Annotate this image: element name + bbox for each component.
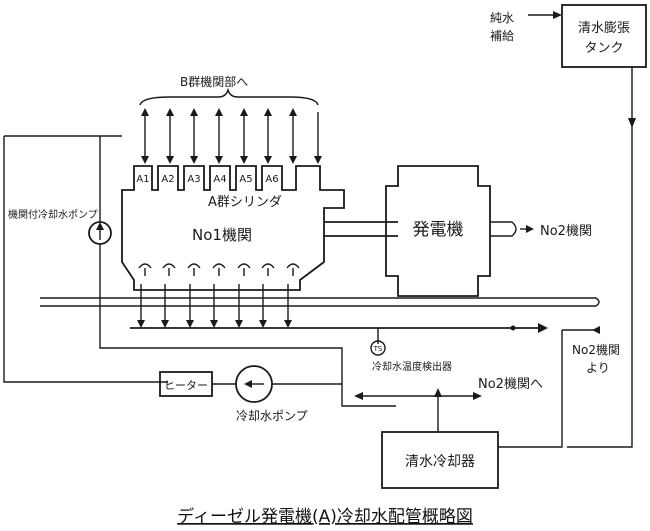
from-no2-label-2: より (586, 361, 610, 375)
group-a-cylinder-label: A群シリンダ (208, 195, 282, 210)
cooling-pump-label: 冷却水ポンプ (236, 409, 308, 423)
to-no2-engine-top-arrow-icon (526, 225, 534, 233)
expansion-tank (561, 4, 647, 68)
cylinder-a6-label: A6 (265, 174, 278, 185)
to-no2-engine-top-label: No2機関 (540, 224, 592, 239)
generator-coupling (490, 221, 517, 237)
from-no2-label-1: No2機関 (572, 342, 620, 357)
expansion-tank-label-2: タンク (584, 41, 623, 56)
engine-pump-label: 機関付冷却水ポンプ (8, 208, 98, 221)
engine-no1-label: No1機関 (192, 226, 252, 244)
cylinder-a3-label: A3 (187, 174, 200, 185)
diagram-caption: ディーゼル発電機(A)冷却水配管概略図 (177, 506, 473, 527)
cooler-box (381, 431, 499, 489)
generator-label: 発電機 (413, 220, 464, 240)
to-no2-engine-label: No2機関へ (478, 377, 543, 392)
cylinder-a1-label: A1 (136, 174, 149, 185)
tank-downcomer-pipe (567, 67, 633, 448)
left-loop-pipe (3, 136, 168, 383)
outlet-header-arrow-icon (538, 323, 548, 333)
cylinder-a2-label: A2 (161, 174, 174, 185)
to-no2-engine-arrow-icon (473, 392, 482, 400)
supply-label: 補給 (490, 29, 514, 43)
heater-label: ヒーター (164, 379, 208, 392)
return-to-cooler-pipe (498, 330, 563, 448)
pump-discharge-pipe (99, 244, 396, 407)
temp-sensor-tag: TS (373, 345, 383, 353)
jacket-inlets (138, 263, 300, 276)
expansion-tank-label-1: 清水膨張 (578, 21, 630, 36)
cylinder-a5-label: A5 (239, 174, 252, 185)
downcomer-arrow-icon (628, 118, 636, 128)
temp-sensor-icon (370, 340, 386, 356)
engine-no1-body (121, 165, 345, 291)
from-no2-arrow-icon (592, 326, 600, 334)
group-b-label: B群機関部へ (180, 74, 248, 89)
generator-body (385, 165, 491, 297)
engine-outlet-arrows (137, 284, 292, 328)
temp-sensor-label: 冷却水温度検出器 (372, 360, 452, 373)
cylinder-a4-label: A4 (213, 174, 226, 185)
cooler-label: 清水冷却器 (405, 454, 475, 470)
pure-water-label: 純水 (490, 11, 514, 25)
group-b-brace (139, 87, 319, 106)
supply-arrow-icon (553, 11, 562, 19)
group-b-arrows (141, 108, 322, 164)
common-bed (40, 297, 596, 307)
